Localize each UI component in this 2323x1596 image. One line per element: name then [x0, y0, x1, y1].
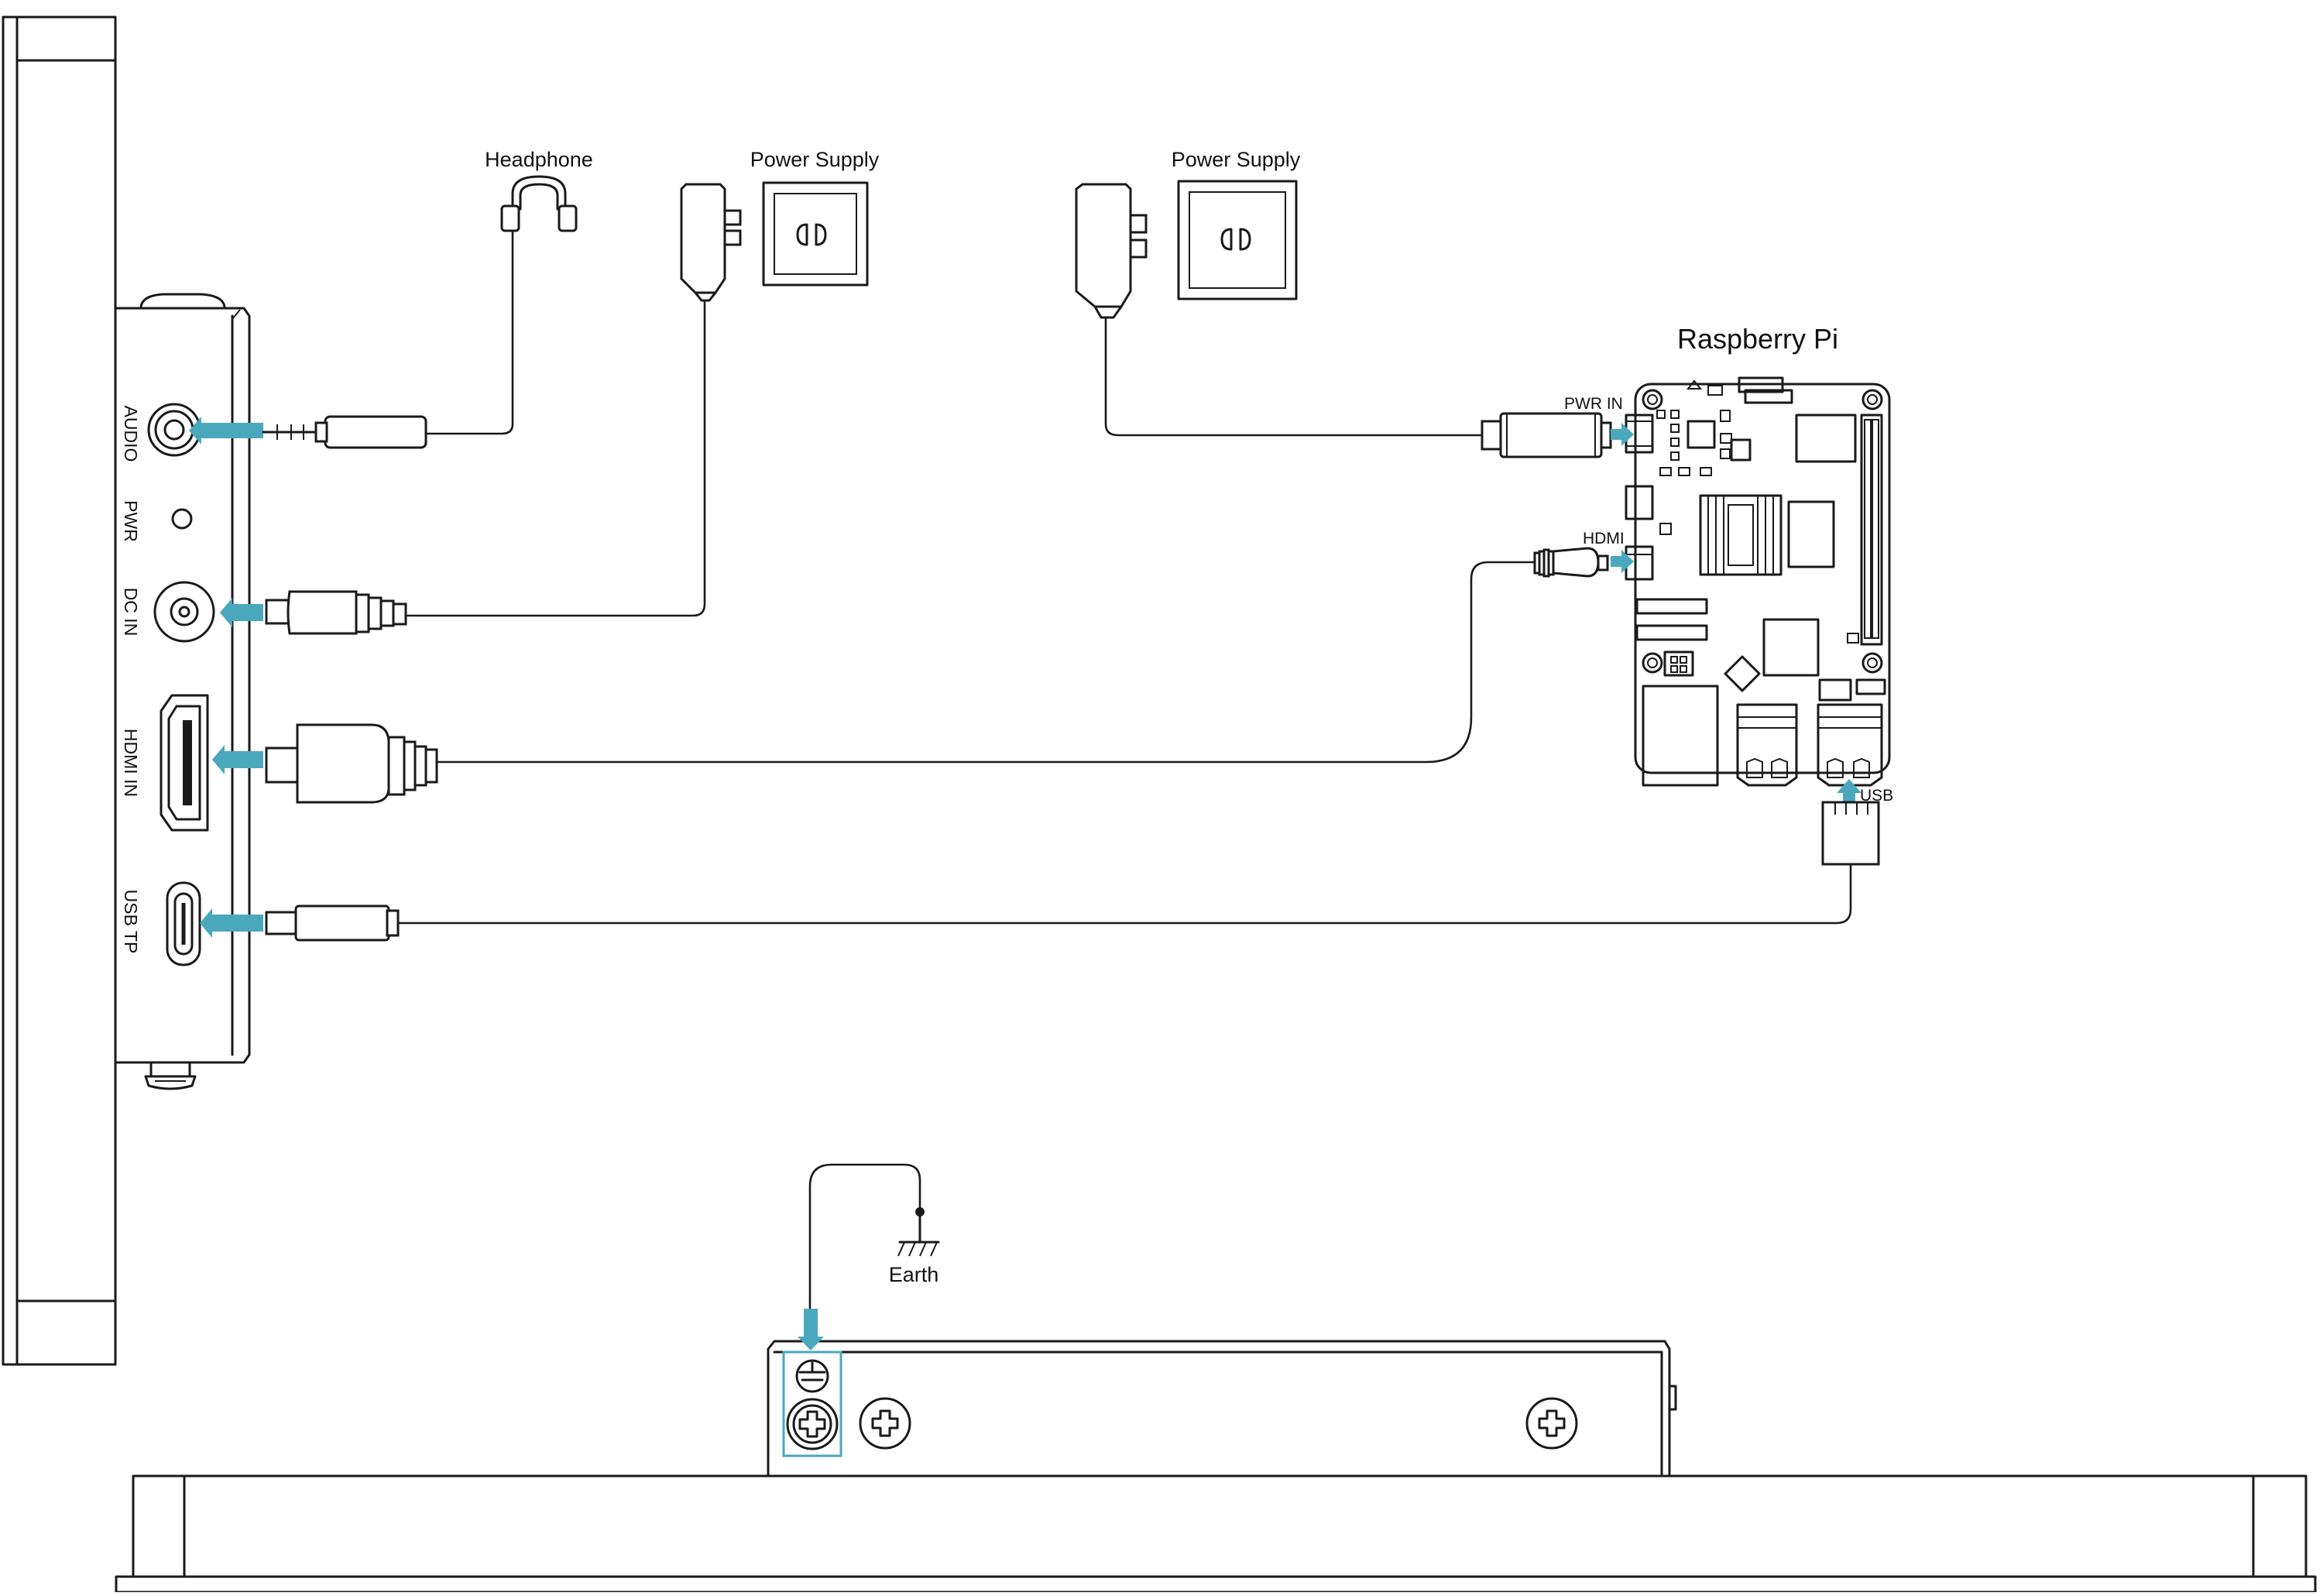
arrow-earth: [798, 1309, 824, 1351]
screw-right: [1525, 1397, 1578, 1450]
audio-plug: [262, 415, 427, 449]
hdmi-port: [160, 694, 209, 832]
arrow-pi-hdmi: [1611, 550, 1634, 573]
headphone-cable: [423, 231, 514, 435]
monitor-side-frame: [2, 15, 117, 1366]
pi-usb-stack-1: [1736, 703, 1798, 787]
hdmi-label: HDMI: [1583, 530, 1625, 547]
headphone-label: Headphone: [485, 148, 593, 171]
connection-arrows-left: [189, 417, 263, 938]
headphone-icon: [500, 175, 578, 232]
usb-label: USB: [1860, 787, 1893, 805]
audio-port-label: AUDIO: [121, 406, 141, 462]
power-supply-1-label: Power Supply: [750, 148, 880, 171]
arrow-hdmi: [212, 745, 263, 774]
panel-bottom-screw: [144, 1061, 197, 1090]
power-supply-2-label: Power Supply: [1172, 148, 1301, 171]
micro-usb-plug: [1481, 412, 1612, 458]
earth-screw-large: [786, 1398, 839, 1450]
wall-socket-2: [1177, 180, 1298, 300]
earth-wire: [808, 1163, 921, 1309]
hdmi-in-label: HDMI IN: [121, 729, 141, 797]
arrow-usb: [200, 908, 263, 938]
gpio-pins: [1864, 419, 1879, 639]
heatsink-fins: [1707, 496, 1774, 575]
monitor-bottom-frame: [115, 1474, 2317, 1594]
power-adapter-1: [680, 183, 742, 302]
io-box-bottom: [767, 1340, 1677, 1478]
ground-icon: [897, 1210, 940, 1257]
dc-cable: [407, 300, 706, 617]
earth-screw-small: [795, 1359, 829, 1393]
dc-plug: [265, 590, 407, 635]
raspberry-pi-label: Raspberry Pi: [1677, 323, 1838, 355]
arrow-dc: [220, 598, 263, 627]
arrow-pwr-in: [1611, 423, 1634, 446]
arrow-audio: [189, 417, 263, 444]
usb-c-plug: [265, 904, 400, 942]
micro-hdmi-plug: [1533, 547, 1609, 578]
hdmi-plug-left: [265, 723, 438, 804]
power-adapter-2: [1075, 183, 1148, 319]
usb-c-port: [166, 881, 201, 966]
arrow-pi-usb: [1837, 779, 1861, 802]
pi-usb-stack-2: [1817, 703, 1883, 787]
usb-cable: [398, 864, 1852, 925]
dc-in-label: DC IN: [121, 588, 141, 637]
usb-a-plug: [1821, 801, 1880, 866]
pi-power-cable: [1104, 317, 1482, 437]
raspberry-pi-board: [1625, 376, 1891, 787]
usb-tp-label: USB TP: [121, 890, 141, 954]
hdmi-cable: [437, 561, 1535, 764]
screw-mid: [859, 1397, 911, 1450]
earth-label: Earth: [889, 1263, 939, 1286]
wall-socket-1: [762, 181, 869, 287]
dc-jack: [153, 581, 215, 643]
pwr-in-label: PWR IN: [1564, 395, 1623, 413]
power-led: [171, 508, 193, 530]
earth-terminal-highlight: [782, 1351, 842, 1457]
pwr-label: PWR: [121, 500, 141, 542]
